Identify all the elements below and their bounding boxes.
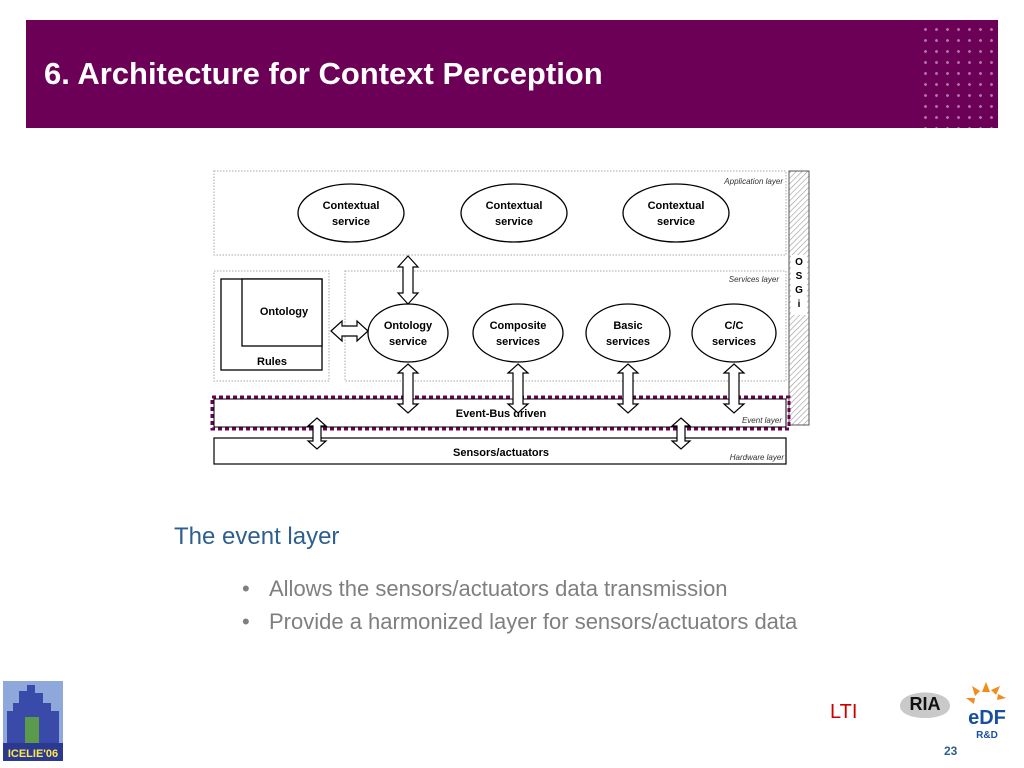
double-arrow (396, 363, 420, 414)
edf-logo: eDF R&D (966, 682, 1006, 741)
svg-text:Ontology: Ontology (384, 320, 433, 332)
title-bar: 6. Architecture for Context Perception (26, 20, 998, 128)
ontology-box (241, 278, 323, 347)
osgi-letter: O (795, 257, 803, 268)
application-layer-box (213, 170, 787, 256)
svg-text:services: services (496, 336, 540, 348)
hardware-layer-label: Hardware layer (730, 453, 785, 462)
event-bus-label: Event-Bus driven (456, 408, 547, 420)
svg-text:Composite: Composite (490, 320, 547, 332)
double-arrow (306, 417, 328, 450)
contextual-service-node: Contextual service (297, 183, 405, 243)
svg-text:Contextual: Contextual (648, 200, 705, 212)
double-arrow (506, 363, 530, 414)
svg-text:Contextual: Contextual (323, 200, 380, 212)
svg-text:service: service (495, 216, 533, 228)
svg-text:Basic: Basic (613, 320, 642, 332)
event-layer-box (213, 398, 787, 428)
rules-label: Rules (257, 356, 287, 368)
service-node: Basic services (585, 303, 671, 363)
icelie-logo-text: ICELIE'06 (8, 748, 58, 760)
knowledge-base-box (213, 270, 330, 382)
dot-pattern (916, 20, 998, 128)
svg-text:service: service (389, 336, 427, 348)
services-layer-label: Services layer (729, 275, 780, 284)
service-node: Ontology service (367, 303, 449, 363)
page-number: 23 (944, 744, 958, 758)
slide-title: 6. Architecture for Context Perception (44, 56, 603, 91)
bullet-item: •Provide a harmonized layer for sensors/… (242, 609, 798, 634)
osgi-letter: i (798, 299, 801, 310)
rd-logo-text: R&D (976, 730, 998, 741)
double-arrow (396, 255, 420, 305)
svg-text:Contextual: Contextual (486, 200, 543, 212)
svg-text:services: services (606, 336, 650, 348)
section-heading: The event layer (174, 523, 340, 550)
osgi-letter: S (796, 271, 803, 282)
icelie-logo: ICELIE'06 (3, 681, 63, 761)
double-arrow (670, 417, 692, 450)
ontology-label: Ontology (260, 306, 309, 318)
svg-text:service: service (332, 216, 370, 228)
svg-text:service: service (657, 216, 695, 228)
bullet-list: •Allows the sensors/actuators data trans… (242, 572, 842, 638)
edf-logo-text: eDF (968, 707, 1006, 729)
contextual-service-node: Contextual service (460, 183, 568, 243)
contextual-service-node: Contextual service (622, 183, 730, 243)
svg-text:C/C: C/C (725, 320, 744, 332)
double-arrow (330, 319, 369, 343)
double-arrow (616, 363, 640, 414)
lti-label: LTI (830, 701, 858, 723)
bullet-item: •Allows the sensors/actuators data trans… (242, 576, 728, 601)
inria-logo-text: RIA (910, 694, 941, 714)
event-layer-label: Event layer (742, 416, 782, 425)
double-arrow (722, 363, 746, 414)
inria-logo: RIA (900, 692, 950, 718)
osgi-letter: G (795, 285, 803, 296)
svg-text:services: services (712, 336, 756, 348)
sensors-label: Sensors/actuators (453, 447, 549, 459)
event-layer-highlight (210, 395, 791, 431)
application-layer-label: Application layer (723, 177, 783, 186)
service-node: Composite services (472, 303, 564, 363)
service-node: C/C services (691, 303, 777, 363)
